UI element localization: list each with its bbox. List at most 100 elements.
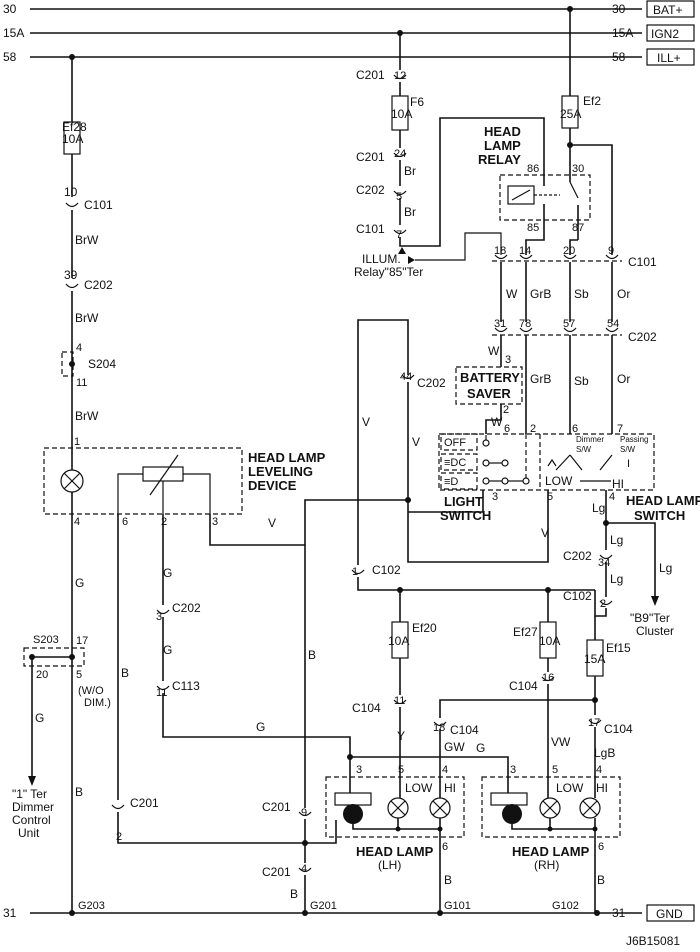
c201-12-name: C201 xyxy=(356,68,385,82)
switch-pos-head: ≡D xyxy=(444,476,458,488)
leveling-pin-3: 3 xyxy=(212,516,218,528)
c202-44-pin: 44 xyxy=(400,371,412,383)
c102-2-name: C102 xyxy=(563,589,592,603)
rail-bat-label: BAT+ xyxy=(653,3,682,17)
batt-saver-pin-2: 2 xyxy=(503,404,509,416)
c201-24-name: C201 xyxy=(356,150,385,164)
ground-g203: G203 xyxy=(78,900,105,912)
dimmer-control-unit: "1" Ter Dimmer Control Unit xyxy=(12,787,54,840)
wire-sb-2: Sb xyxy=(574,374,589,388)
c201-2-name: C201 xyxy=(130,796,159,810)
head-lamp-relay: HEAD LAMP RELAY 86 30 85 87 xyxy=(478,124,591,234)
c101-10-name: C101 xyxy=(84,198,113,212)
c202-row-pin-54: 54 xyxy=(607,318,619,330)
wire-vw: VW xyxy=(551,735,571,749)
wire-grb-2: GrB xyxy=(530,372,551,386)
switch-pin-6: 6 xyxy=(504,423,510,435)
c101-row-pin-20: 20 xyxy=(563,245,575,257)
c201-4-name: C201 xyxy=(262,865,291,879)
fuse-ef28-name: Ef28 xyxy=(62,120,87,134)
lamp-rh-pin-3: 3 xyxy=(510,764,516,776)
wire-v-4: V xyxy=(541,526,549,540)
rail-ill-num: 58 xyxy=(3,50,17,64)
lamp-lh-pin-3: 3 xyxy=(356,764,362,776)
rail-ign-num: 15A xyxy=(3,26,24,40)
rail-gnd-num: 31 xyxy=(3,906,17,920)
lamp-lh-low: LOW xyxy=(405,781,433,795)
ground-g201: G201 xyxy=(310,900,337,912)
lamp-lh-pin-6: 6 xyxy=(442,841,448,853)
switch-pin-2: 2 xyxy=(530,423,536,435)
lamp-rh-title-1: HEAD LAMP xyxy=(512,844,590,859)
head-lamp-lh: 3 5 4 M LOW HI 6 HEAD LAMP (LH) xyxy=(325,764,465,872)
illum-label: ILLUM. Relay"85"Ter xyxy=(354,252,423,279)
c104-18-pin: 18 xyxy=(433,722,445,734)
s204-name: S204 xyxy=(88,357,116,371)
c201-2-pin: 2 xyxy=(116,831,122,843)
fuse-f6-rating: 10A xyxy=(391,107,412,121)
c202-row-name: C202 xyxy=(628,330,657,344)
wire-b-2: B xyxy=(121,666,129,680)
dimmer-unit-line1: "1" Ter xyxy=(12,787,47,801)
switch-pin-6b: 6 xyxy=(572,423,578,435)
lamp-rh-title-2: (RH) xyxy=(534,858,559,872)
fuse-ef2: Ef2 25A xyxy=(560,94,601,129)
wire-br-1: Br xyxy=(404,164,416,178)
passing-i: I xyxy=(627,458,630,470)
fuse-ef20-rating: 10A xyxy=(388,634,409,648)
c101-row-pin-18: 18 xyxy=(494,245,506,257)
wire-lg-4: Lg xyxy=(610,572,623,586)
wire-b-5: B xyxy=(444,873,452,887)
fuse-ef20-name: Ef20 xyxy=(412,621,437,635)
c202-3-pin: 3 xyxy=(156,611,162,623)
rail-gnd-label: GND xyxy=(656,907,683,921)
rail-bat-num: 30 xyxy=(3,2,17,16)
cluster-label: "B9"Ter Cluster xyxy=(630,611,674,638)
c104-17-name: C104 xyxy=(604,722,633,736)
wire-g-2: G xyxy=(35,711,44,725)
relay-title-1: HEAD xyxy=(484,124,521,139)
leveling-device: 1 4 6 2 3 HEAD LAMP LEVELING DEVICE xyxy=(43,436,326,528)
fuse-ef15-rating: 15A xyxy=(584,652,605,666)
rail-ign-label: IGN2 xyxy=(651,27,679,41)
c202-5-name: C202 xyxy=(356,183,385,197)
wire-w-2: W xyxy=(488,344,500,358)
wire-lg-3: Lg xyxy=(610,533,623,547)
lamp-rh-pin-6: 6 xyxy=(598,841,604,853)
wire-b-1: B xyxy=(75,785,83,799)
c201-9-pin: 9 xyxy=(301,807,307,819)
fuse-f6: F6 10A xyxy=(391,95,424,131)
s203-pin-20: 20 xyxy=(36,669,48,681)
c104-17-pin: 17 xyxy=(588,717,600,729)
wire-g-4: G xyxy=(163,643,172,657)
c104-11-pin: 11 xyxy=(394,695,405,707)
c202-3-name: C202 xyxy=(172,601,201,615)
lamp-lh-hi: HI xyxy=(444,781,456,795)
fuse-ef15-name: Ef15 xyxy=(606,641,631,655)
fuse-ef15: Ef15 15A xyxy=(584,639,631,677)
battery-saver-line2: SAVER xyxy=(467,386,511,401)
fuse-f6-name: F6 xyxy=(410,95,424,109)
relay-title-3: RELAY xyxy=(478,152,521,167)
rail-gnd-num-right: 31 xyxy=(612,906,626,920)
c102-1-pin: 1 xyxy=(352,566,358,578)
c202-row-pin-31: 31 xyxy=(494,318,506,330)
leveling-title-2: LEVELING xyxy=(248,464,313,479)
light-switch-title-1: LIGHT xyxy=(444,494,483,509)
wire-brw-3: BrW xyxy=(75,409,99,423)
s203-pin-5: 5 xyxy=(76,669,82,681)
rail-ill-label: ILL+ xyxy=(657,51,681,65)
battery-saver-line1: BATTERY xyxy=(460,370,520,385)
leveling-pin-6: 6 xyxy=(122,516,128,528)
cluster-line1: "B9"Ter xyxy=(630,611,670,625)
leveling-pin-4: 4 xyxy=(74,516,80,528)
wire-sb-1: Sb xyxy=(574,287,589,301)
rail-ign-num-right: 15A xyxy=(612,26,633,40)
switch-pin-7: 7 xyxy=(617,423,623,435)
c202-44-name: C202 xyxy=(417,376,446,390)
fuse-ef2-name: Ef2 xyxy=(583,94,601,108)
passing-sw-label: S/W xyxy=(620,445,636,454)
rail-bat: 30 30 BAT+ xyxy=(3,0,695,18)
leveling-title-3: DEVICE xyxy=(248,478,297,493)
figure-id: J6B15081 xyxy=(626,934,680,948)
